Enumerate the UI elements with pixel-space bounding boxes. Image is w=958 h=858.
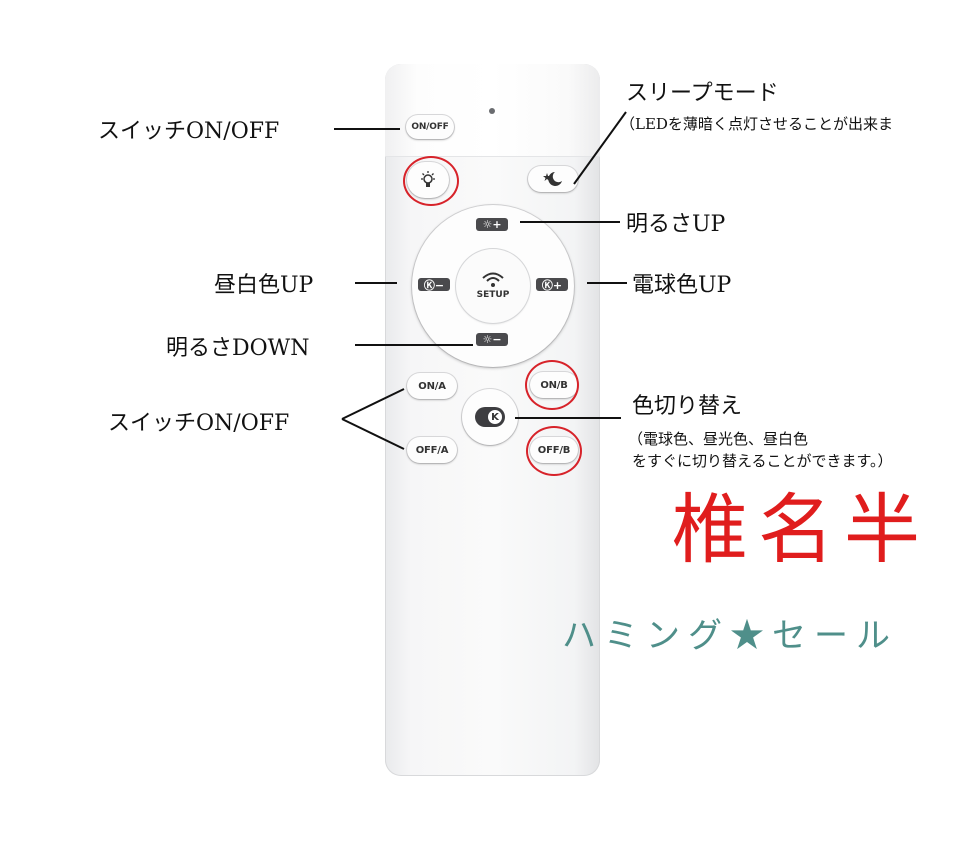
sun-plus-icon: ☼+ bbox=[482, 218, 502, 231]
label-color-desc-1: （電球色、昼光色、昼白色 bbox=[628, 430, 809, 448]
highlight-ring-off-b bbox=[526, 426, 582, 476]
label-brightness-up: 明るさUP bbox=[626, 212, 726, 237]
label-bulb-up: 電球色UP bbox=[632, 273, 732, 298]
highlight-ring-on-b bbox=[525, 360, 579, 410]
daywhite-up-button[interactable]: Ⓚ− bbox=[418, 278, 450, 292]
label-switch-top: スイッチON/OFF bbox=[98, 119, 280, 144]
label-daywhite-up: 昼白色UP bbox=[214, 273, 314, 298]
color-switch-button[interactable]: K bbox=[462, 389, 518, 445]
off-a-button[interactable]: OFF/A bbox=[407, 437, 457, 463]
k-toggle-icon: K bbox=[475, 407, 505, 427]
callout-line-daywhite-up bbox=[355, 282, 397, 284]
wifi-icon bbox=[482, 272, 504, 287]
setup-label: SETUP bbox=[476, 290, 510, 300]
sleep-mode-button[interactable] bbox=[528, 166, 578, 192]
power-button[interactable]: ON/OFF bbox=[406, 115, 454, 139]
k-letter: K bbox=[487, 409, 503, 425]
on-a-button[interactable]: ON/A bbox=[407, 373, 457, 399]
watermark-name: 椎名半 bbox=[672, 485, 930, 574]
label-sleep-title: スリープモード bbox=[626, 81, 779, 106]
brightness-down-button[interactable]: ☼− bbox=[476, 333, 508, 346]
sun-minus-icon: ☼− bbox=[482, 333, 502, 346]
callout-bracket-switch-bottom bbox=[341, 388, 405, 450]
callout-line-brightness-up bbox=[520, 221, 620, 223]
callout-line-brightness-down bbox=[355, 344, 473, 346]
callout-line-color-switch bbox=[515, 417, 621, 419]
k-minus-icon: Ⓚ− bbox=[423, 278, 445, 292]
callout-line-switch-top bbox=[334, 128, 400, 130]
k-plus-icon: Ⓚ+ bbox=[541, 278, 563, 292]
setup-button[interactable]: SETUP bbox=[456, 249, 530, 323]
bulb-color-up-button[interactable]: Ⓚ+ bbox=[536, 278, 568, 292]
watermark-shop: ハミング★セール bbox=[562, 616, 898, 656]
label-color-desc-2: をすぐに切り替えることができます。） bbox=[632, 452, 893, 470]
moon-star-icon bbox=[543, 172, 562, 186]
label-color-switch: 色切り替え bbox=[632, 394, 743, 419]
label-sleep-desc: （LEDを薄暗く点灯させることが出来ま bbox=[620, 115, 893, 133]
label-switch-bottom: スイッチON/OFF bbox=[108, 411, 290, 436]
label-brightness-down: 明るさDOWN bbox=[166, 336, 310, 361]
callout-line-sleep bbox=[573, 111, 627, 185]
callout-line-bulb-up bbox=[587, 282, 627, 284]
brightness-up-button[interactable]: ☼+ bbox=[476, 218, 508, 231]
ir-indicator-dot bbox=[489, 108, 495, 114]
highlight-ring-night-light bbox=[403, 156, 459, 206]
